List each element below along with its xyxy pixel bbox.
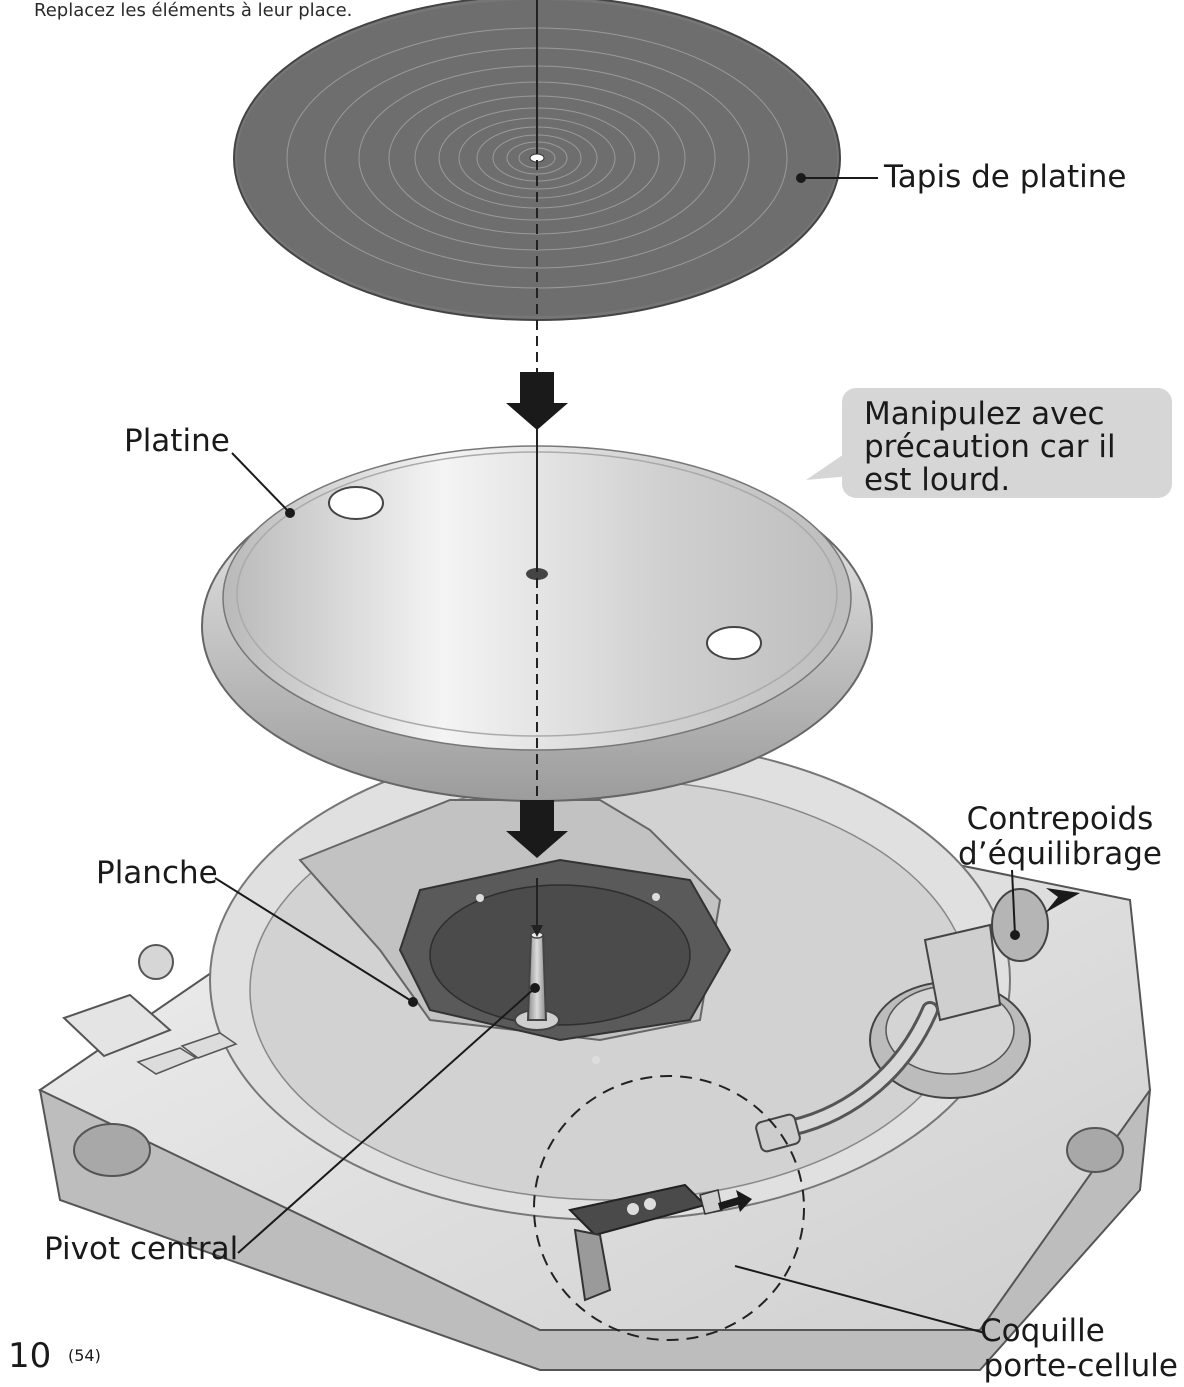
instruction-note: Replacez les éléments à leur place. xyxy=(34,0,353,21)
headshell-highlight-circle xyxy=(533,1075,805,1341)
platter-hole xyxy=(328,486,384,520)
power-knob xyxy=(138,944,174,980)
platter-center-hole xyxy=(526,568,548,580)
label-headshell-line2: porte-cellule xyxy=(983,1348,1178,1384)
label-turntable-mat: Tapis de platine xyxy=(884,159,1127,195)
callout-line1: Manipulez avec xyxy=(864,396,1105,432)
start-stop-button xyxy=(62,993,172,1058)
callout-line2: précaution car il xyxy=(864,429,1116,465)
headshell xyxy=(567,1183,723,1302)
callout-tail xyxy=(806,450,850,480)
label-counterweight-line2: d’équilibrage xyxy=(958,836,1162,872)
label-center-spindle: Pivot central xyxy=(44,1231,239,1267)
down-arrow-2 xyxy=(506,800,568,858)
counterweight xyxy=(991,888,1049,962)
foot xyxy=(1066,1127,1124,1173)
platter-hole xyxy=(706,626,762,660)
label-counterweight-line1: Contrepoids xyxy=(966,801,1154,837)
caution-callout: Manipulez avec précaution car il est lou… xyxy=(842,388,1172,498)
label-headshell-line1: Coquille xyxy=(980,1313,1105,1349)
label-headshell: Coquille porte-cellule xyxy=(900,1314,1178,1384)
down-arrow-1 xyxy=(506,372,568,430)
foot xyxy=(73,1123,151,1177)
page-sub-number: (54) xyxy=(68,1346,101,1365)
turntable-body xyxy=(38,739,1152,1371)
leader-lines xyxy=(214,177,1016,1334)
label-chassis: Planche xyxy=(96,855,218,891)
headshell-arrow xyxy=(718,1190,752,1212)
counterweight-arrow xyxy=(1045,888,1080,913)
turntable-mat xyxy=(233,0,841,321)
page-number: 10 xyxy=(8,1336,52,1376)
callout-line3: est lourd. xyxy=(864,462,1011,498)
label-counterweight: Contrepoids d’équilibrage xyxy=(940,802,1180,872)
label-platter: Platine xyxy=(124,423,230,459)
